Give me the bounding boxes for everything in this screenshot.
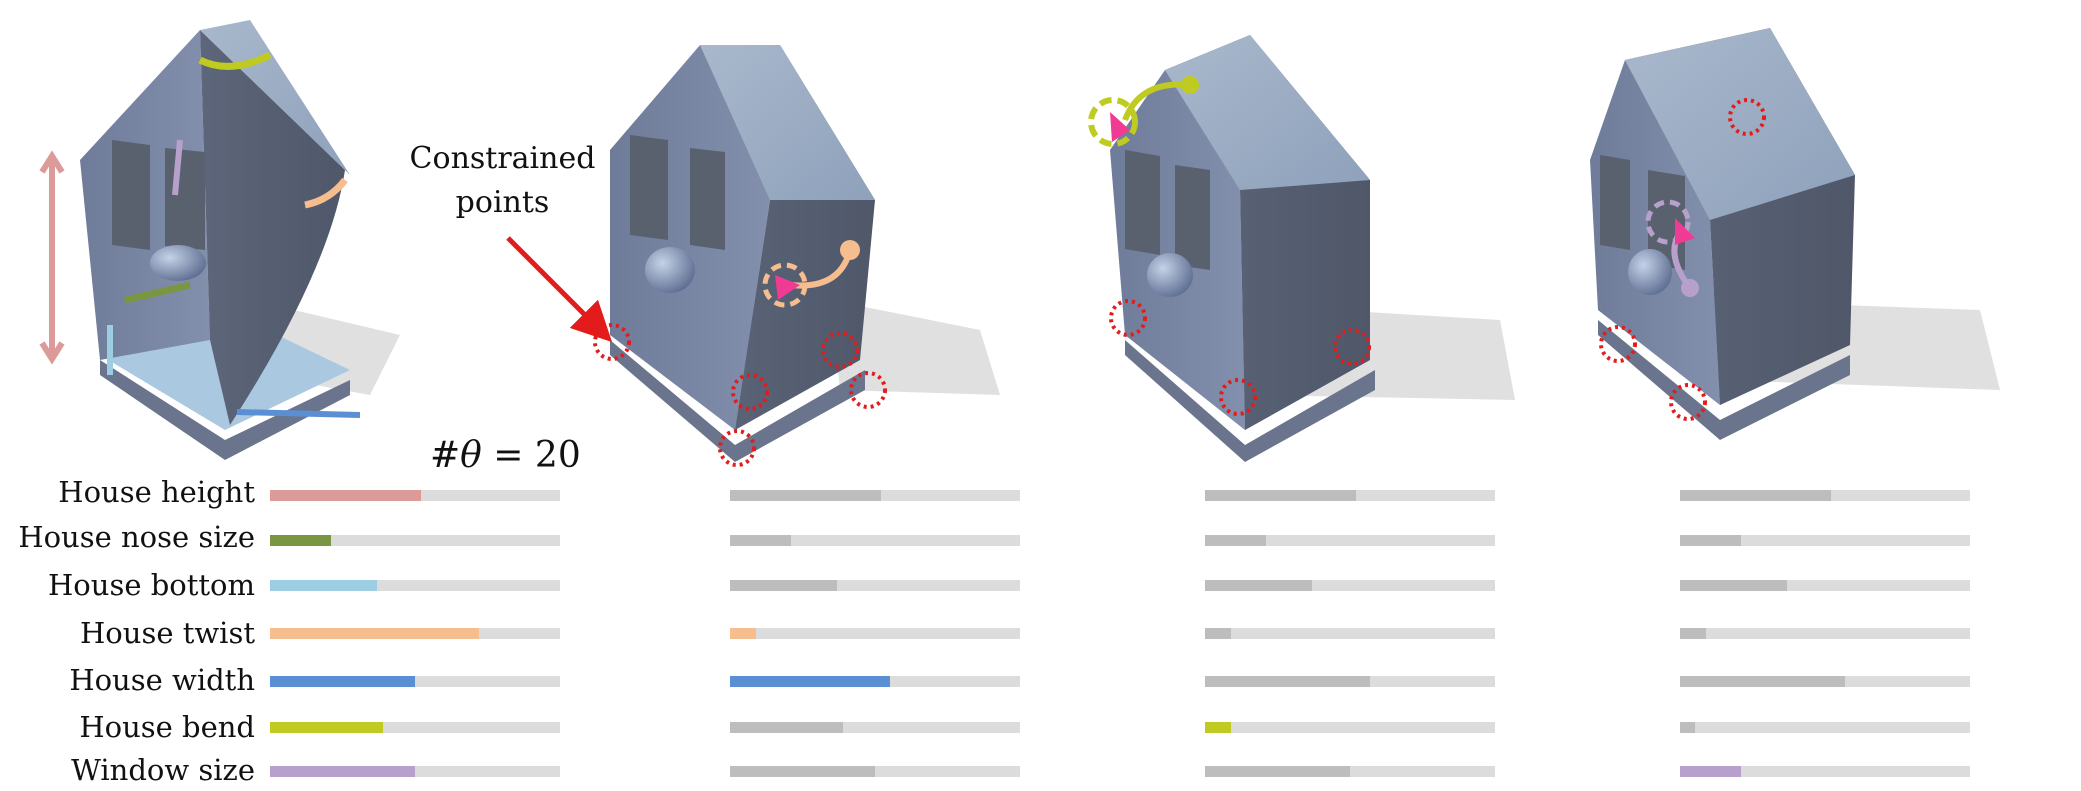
param-bar-track-house-twist-panel-2 [730,628,1020,639]
param-bar-track-house-nose-size-panel-3 [1205,535,1495,546]
param-bar-track-house-bottom-panel-1 [270,580,560,591]
param-bar-fill-house-twist-panel-1 [270,628,479,639]
param-bar-fill-house-height-panel-1 [270,490,421,501]
param-bar-track-house-width-panel-1 [270,676,560,687]
param-bar-track-window-size-panel-4 [1680,766,1970,777]
house-model-3 [1088,35,1515,462]
theta-suffix: = 20 [481,435,581,476]
param-bar-fill-house-height-panel-4 [1680,490,1831,501]
param-bar-fill-house-twist-panel-3 [1205,628,1231,639]
param-bar-track-house-nose-size-panel-2 [730,535,1020,546]
param-label-house-bottom: House bottom [48,568,255,602]
param-bar-fill-house-nose-size-panel-2 [730,535,791,546]
param-bar-track-house-width-panel-4 [1680,676,1970,687]
param-bar-fill-house-height-panel-2 [730,490,881,501]
param-bar-track-house-height-panel-4 [1680,490,1970,501]
param-bar-track-window-size-panel-2 [730,766,1020,777]
param-label-house-bend: House bend [79,710,255,744]
constrained-points-annotation: Constrained points [400,137,605,225]
param-bar-track-house-bend-panel-4 [1680,722,1970,733]
theta-count-label: #θ = 20 [430,435,581,476]
param-bar-fill-window-size-panel-1 [270,766,415,777]
param-bar-fill-house-twist-panel-2 [730,628,756,639]
param-bar-track-house-width-panel-3 [1205,676,1495,687]
param-bar-fill-house-bottom-panel-4 [1680,580,1787,591]
param-bar-fill-house-nose-size-panel-3 [1205,535,1266,546]
house-model-2 [506,45,1000,467]
param-bar-track-house-twist-panel-3 [1205,628,1495,639]
param-bar-track-house-height-panel-3 [1205,490,1495,501]
param-bar-track-house-bend-panel-3 [1205,722,1495,733]
param-bar-fill-house-width-panel-1 [270,676,415,687]
param-bar-track-house-bottom-panel-3 [1205,580,1495,591]
param-bar-track-house-height-panel-1 [270,490,560,501]
param-label-house-nose-size: House nose size [18,520,255,554]
param-bar-track-house-bottom-panel-2 [730,580,1020,591]
param-bar-fill-house-width-panel-3 [1205,676,1370,687]
param-bar-fill-window-size-panel-4 [1680,766,1741,777]
param-bar-fill-house-bend-panel-3 [1205,722,1231,733]
param-bar-track-house-twist-panel-4 [1680,628,1970,639]
param-bar-track-house-nose-size-panel-4 [1680,535,1970,546]
param-bar-track-house-twist-panel-1 [270,628,560,639]
param-bar-fill-house-bottom-panel-2 [730,580,837,591]
param-bar-fill-house-bend-panel-2 [730,722,843,733]
param-label-window-size: Window size [71,753,255,787]
param-bar-fill-house-width-panel-4 [1680,676,1845,687]
param-bar-fill-house-height-panel-3 [1205,490,1356,501]
param-bar-track-house-bend-panel-2 [730,722,1020,733]
param-bar-fill-window-size-panel-2 [730,766,875,777]
annotation-line-2: points [455,185,550,220]
house-model-4 [1590,28,2000,440]
param-bar-track-window-size-panel-3 [1205,766,1495,777]
annotation-line-1: Constrained [409,141,596,176]
param-bar-track-house-nose-size-panel-1 [270,535,560,546]
param-bar-fill-house-nose-size-panel-4 [1680,535,1741,546]
param-label-house-twist: House twist [80,616,255,650]
param-bar-fill-house-bottom-panel-3 [1205,580,1312,591]
param-bar-track-house-height-panel-2 [730,490,1020,501]
param-bar-track-house-bottom-panel-4 [1680,580,1970,591]
param-bar-fill-house-bend-panel-4 [1680,722,1695,733]
house-model-1 [39,20,400,460]
param-label-house-height: House height [58,475,255,509]
theta-prefix: # [430,435,461,476]
param-label-house-width: House width [69,663,255,697]
param-bar-track-house-width-panel-2 [730,676,1020,687]
theta-symbol: θ [460,435,482,476]
param-bar-fill-house-nose-size-panel-1 [270,535,331,546]
param-bar-track-house-bend-panel-1 [270,722,560,733]
param-bar-fill-house-width-panel-2 [730,676,890,687]
param-bar-fill-window-size-panel-3 [1205,766,1350,777]
param-bar-track-window-size-panel-1 [270,766,560,777]
param-bar-fill-house-bend-panel-1 [270,722,383,733]
param-bar-fill-house-twist-panel-4 [1680,628,1706,639]
param-bar-fill-house-bottom-panel-1 [270,580,377,591]
